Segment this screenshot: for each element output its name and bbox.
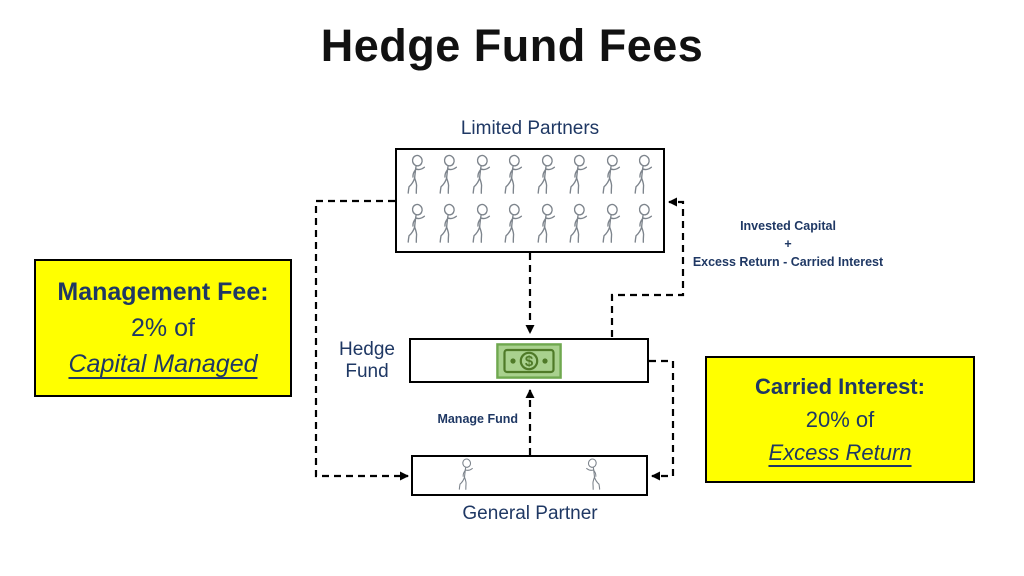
- person-icon: [472, 204, 490, 244]
- page-title: Hedge Fund Fees: [320, 20, 704, 71]
- person-icon: [439, 154, 458, 194]
- person-icon: [407, 204, 425, 244]
- person-icon: [472, 154, 490, 194]
- person-icon: [569, 204, 588, 244]
- hedge-fund-label-line2: Fund: [345, 361, 389, 382]
- management-fee-heading: Management Fee:: [57, 278, 269, 306]
- person-icon: [602, 204, 620, 244]
- person-icon: [586, 458, 601, 490]
- dollar-sign-icon: $: [525, 353, 534, 370]
- money-bill-icon: $: [496, 342, 562, 379]
- carried-interest-callout: Carried Interest: 20% of Excess Return: [705, 356, 975, 483]
- lp-distribution-line1: Invested Capital: [740, 219, 836, 233]
- hedge-fund-label: Hedge Fund: [329, 339, 405, 383]
- person-icon: [634, 154, 653, 194]
- flow-hedge-fund-to-gp-carry-line: [649, 359, 675, 481]
- person-icon: [407, 154, 425, 194]
- person-icon: [458, 458, 473, 490]
- general-partner-members: [413, 457, 646, 494]
- person-icon: [537, 154, 555, 194]
- lp-distribution-line2: +: [784, 237, 792, 251]
- person-icon: [439, 204, 458, 244]
- management-fee-callout: Management Fee: 2% of Capital Managed: [34, 259, 292, 397]
- limited-partners-members: [397, 150, 663, 251]
- limited-partners-box: [395, 148, 665, 253]
- lp-distribution-line3: Excess Return - Carried Interest: [692, 255, 884, 269]
- management-fee-basis: Capital Managed: [68, 350, 258, 378]
- carried-interest-rate: 20% of: [805, 407, 875, 432]
- hedge-fund-box: $: [409, 338, 649, 383]
- person-icon: [634, 204, 653, 244]
- person-icon: [504, 204, 523, 244]
- carried-interest-heading: Carried Interest:: [755, 374, 925, 399]
- general-partner-box: [411, 455, 648, 496]
- person-icon: [504, 154, 523, 194]
- general-partner-label: General Partner: [462, 503, 598, 524]
- lp-distribution-flow-label: Invested Capital + Excess Return - Carri…: [660, 217, 916, 271]
- person-icon: [602, 154, 620, 194]
- hedge-fund-label-line1: Hedge: [339, 339, 395, 360]
- carried-interest-basis: Excess Return: [768, 440, 912, 465]
- person-icon: [537, 204, 555, 244]
- limited-partners-label: Limited Partners: [460, 118, 600, 139]
- manage-fund-flow-label: Manage Fund: [437, 412, 518, 426]
- management-fee-rate: 2% of: [131, 314, 195, 342]
- person-icon: [569, 154, 588, 194]
